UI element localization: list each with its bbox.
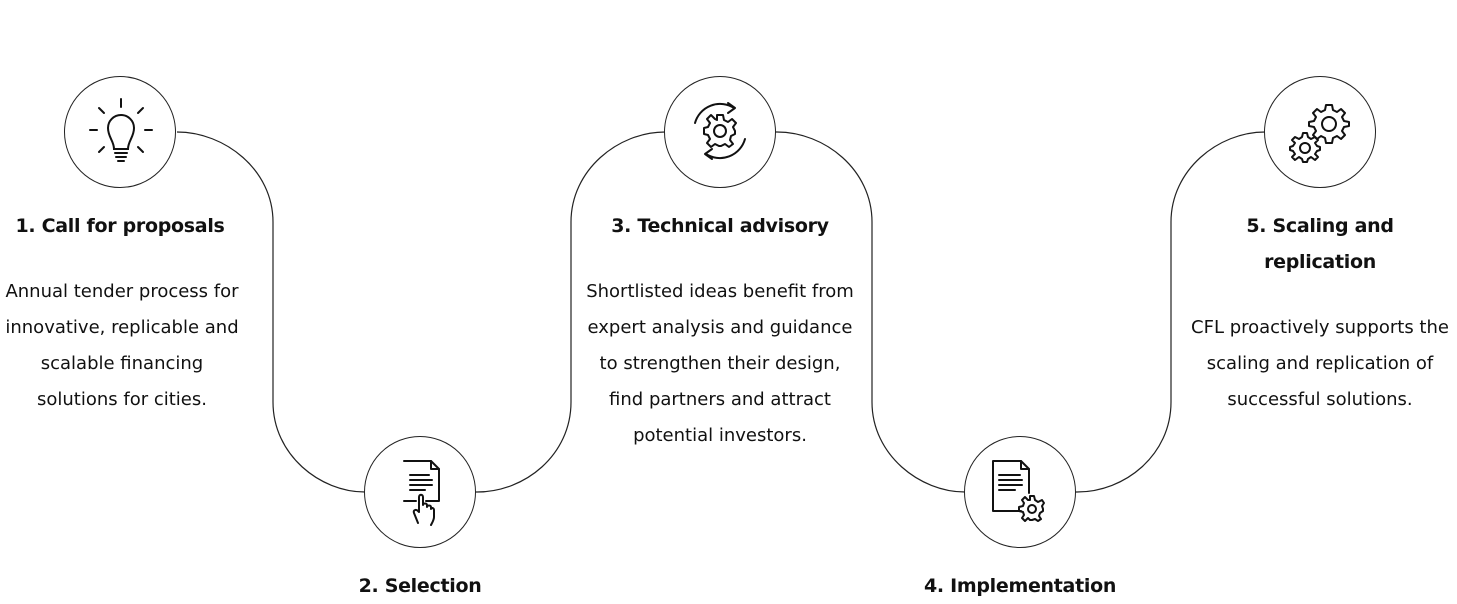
step-5-description: CFL proactively supports the scaling and… <box>1191 317 1449 410</box>
step-1-circle <box>64 76 176 188</box>
step-1-description: Annual tender process for innovative, re… <box>5 281 239 410</box>
lightbulb-icon <box>89 98 153 162</box>
gears-icon <box>1289 104 1350 163</box>
step-3-circle <box>664 76 776 188</box>
step-1-title: 1. Call for proposals <box>15 215 225 237</box>
step-3-title: 3. Technical advisory <box>611 215 829 237</box>
step-5-title: 5. Scaling and replication <box>1246 215 1394 273</box>
document-gear-icon <box>992 460 1045 522</box>
step-5-circle <box>1264 76 1376 188</box>
step-4-circle <box>964 436 1076 548</box>
step-4-title: 4. Implementation <box>923 575 1117 597</box>
document-hand-icon <box>403 460 440 526</box>
step-2-title: 2. Selection <box>358 575 482 597</box>
step-3-description: Shortlisted ideas benefit from expert an… <box>586 281 854 446</box>
gear-cycle-icon <box>694 102 746 160</box>
step-2-circle <box>364 436 476 548</box>
